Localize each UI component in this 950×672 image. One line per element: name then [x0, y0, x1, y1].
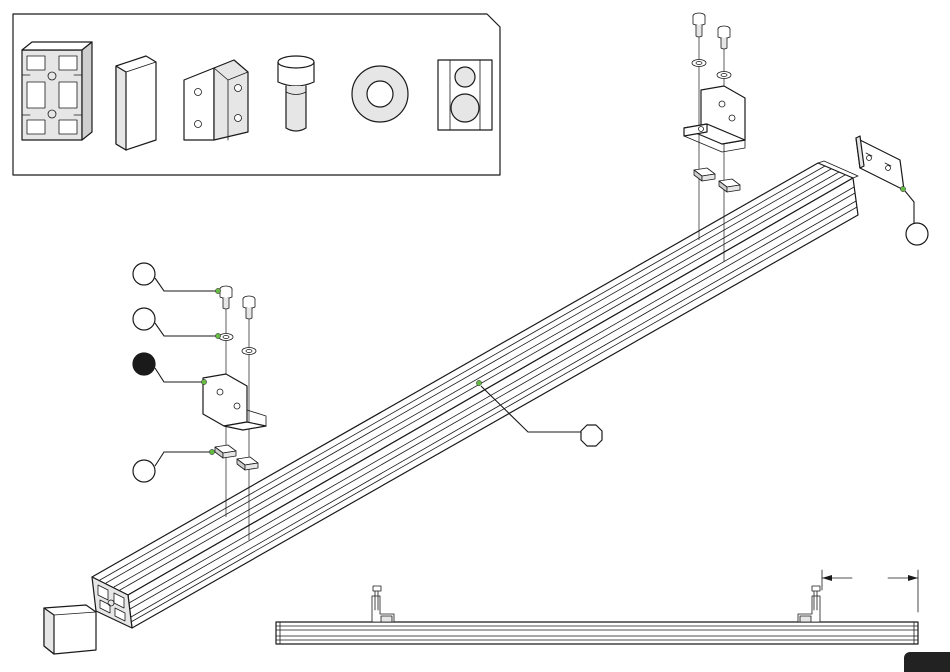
end-cap-near — [44, 605, 96, 654]
washer-left-2 — [242, 348, 256, 355]
elevation-bracket-left — [372, 586, 394, 622]
elevation-bracket-right — [798, 586, 820, 622]
t-nut-icon — [438, 60, 492, 130]
callout-washer[interactable] — [133, 308, 221, 339]
callout-tnut[interactable] — [133, 449, 215, 482]
end-cap-icon — [116, 56, 156, 150]
callout-bracket[interactable] — [133, 353, 207, 385]
t-nut-left-2 — [237, 457, 258, 470]
profile-section-icon — [22, 42, 92, 140]
t-nut-right-1 — [694, 168, 715, 181]
socket-screw-right-1 — [693, 13, 705, 37]
socket-screw-left-2 — [243, 296, 255, 319]
washer-icon — [352, 66, 408, 122]
washer-right-2 — [717, 72, 731, 79]
washer-right-1 — [692, 60, 706, 67]
t-nut-left-1 — [215, 445, 236, 458]
callout-screw[interactable] — [133, 263, 221, 294]
side-elevation-view — [276, 570, 918, 644]
parts-inset-panel — [13, 14, 500, 175]
socket-screw-right-2 — [718, 26, 730, 49]
callout-endcap[interactable] — [900, 186, 928, 245]
end-cap-far — [856, 136, 904, 190]
page-number-tab — [904, 652, 950, 672]
t-nut-right-2 — [719, 179, 740, 192]
socket-screw-left-1 — [220, 286, 232, 309]
washer-left-1 — [219, 334, 233, 341]
angle-bracket-right — [684, 86, 745, 152]
dimension-line — [822, 570, 918, 612]
angle-bracket-left — [203, 374, 266, 430]
